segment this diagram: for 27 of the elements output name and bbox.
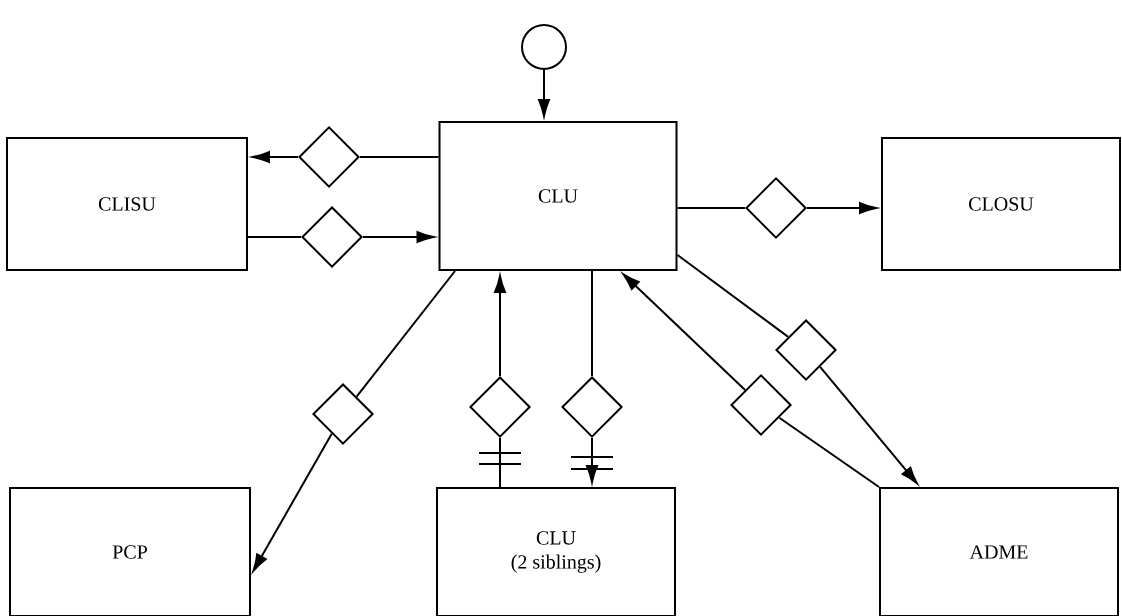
connector-line — [359, 156, 440, 158]
relationship-diamond — [298, 126, 360, 188]
relationship-diamond — [561, 376, 623, 438]
relationship-diamond — [730, 374, 792, 436]
start-circle — [521, 24, 567, 70]
relationship-diamond — [775, 319, 837, 381]
process-box: CLOSU — [881, 137, 1121, 271]
relationship-diamond — [312, 383, 374, 445]
connector-line — [247, 236, 302, 238]
relationship-diamond — [745, 177, 807, 239]
arrow — [252, 432, 333, 572]
process-box: CLU — [438, 121, 678, 271]
process-box: PCP — [9, 487, 251, 616]
process-box: CLISU — [6, 137, 248, 271]
connector-line — [676, 254, 790, 338]
process-box: CLU (2 siblings) — [436, 487, 676, 616]
connector-line — [778, 416, 880, 488]
arrow — [362, 231, 435, 243]
connector-line — [478, 437, 522, 488]
relationship-diamond — [301, 206, 363, 268]
connector-line — [591, 270, 593, 377]
connector-line — [355, 270, 456, 398]
process-box: ADME — [879, 487, 1119, 616]
arrow — [819, 365, 918, 485]
arrow — [622, 273, 747, 391]
connector-line — [676, 207, 746, 209]
relationship-diamond — [469, 376, 531, 438]
